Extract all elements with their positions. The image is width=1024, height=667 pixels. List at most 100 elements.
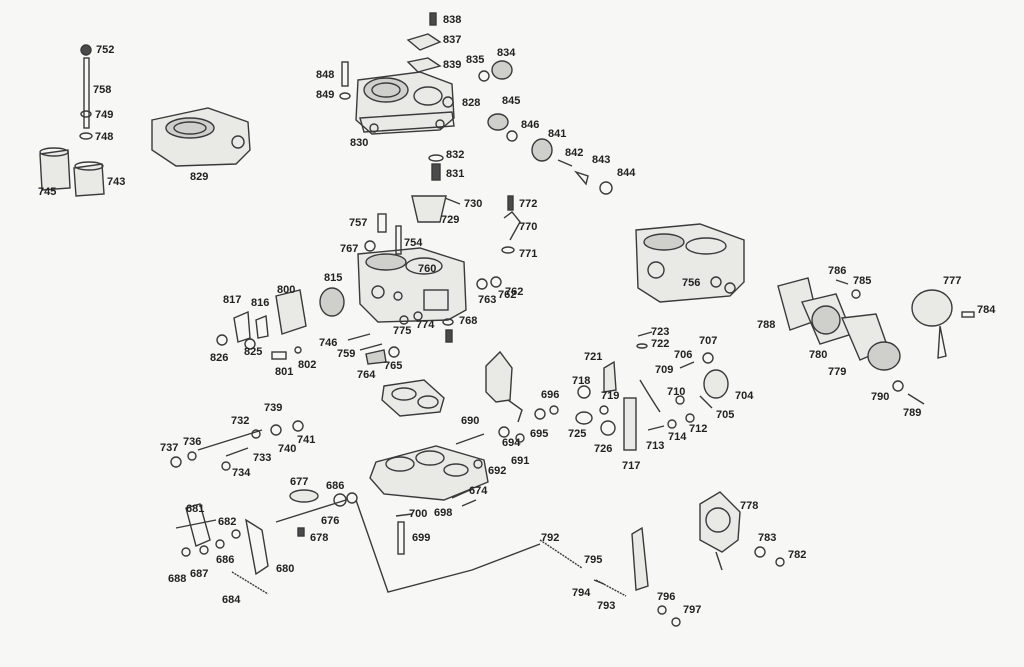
part-label-844: 844 bbox=[617, 167, 636, 179]
part-label-726: 726 bbox=[594, 443, 612, 455]
part-label-841: 841 bbox=[548, 128, 566, 140]
part-label-721: 721 bbox=[584, 351, 602, 363]
part-label-732: 732 bbox=[231, 415, 249, 427]
part-label-839: 839 bbox=[443, 59, 461, 71]
part-label-835: 835 bbox=[466, 54, 484, 66]
part-label-788: 788 bbox=[757, 319, 775, 331]
part-label-707: 707 bbox=[699, 335, 717, 347]
part-label-723: 723 bbox=[651, 326, 669, 338]
part-label-849: 849 bbox=[316, 89, 334, 101]
part-label-846: 846 bbox=[521, 119, 539, 131]
part-label-794: 794 bbox=[572, 587, 591, 599]
part-label-745: 745 bbox=[38, 186, 56, 198]
part-label-817: 817 bbox=[223, 294, 241, 306]
part-label-779: 779 bbox=[828, 366, 846, 378]
part-label-740: 740 bbox=[278, 443, 296, 455]
part-label-764: 764 bbox=[357, 369, 376, 381]
part-label-686: 686 bbox=[216, 554, 234, 566]
part-label-762: 762 bbox=[505, 286, 523, 298]
part-label-717: 717 bbox=[622, 460, 640, 472]
part-label-831: 831 bbox=[446, 168, 464, 180]
part-label-757: 757 bbox=[349, 217, 367, 229]
part-label-678: 678 bbox=[310, 532, 328, 544]
part-label-712: 712 bbox=[689, 423, 707, 435]
part-label-795: 795 bbox=[584, 554, 602, 566]
part-label-725: 725 bbox=[568, 428, 586, 440]
part-label-792: 792 bbox=[541, 532, 559, 544]
part-label-828: 828 bbox=[462, 97, 480, 109]
part-label-674: 674 bbox=[469, 485, 488, 497]
part-label-786: 786 bbox=[828, 265, 846, 277]
part-label-684: 684 bbox=[222, 594, 241, 606]
part-label-700: 700 bbox=[409, 508, 427, 520]
part-label-834: 834 bbox=[497, 47, 516, 59]
part-label-687: 687 bbox=[190, 568, 208, 580]
part-label-756: 756 bbox=[682, 277, 700, 289]
part-label-743: 743 bbox=[107, 176, 125, 188]
part-label-694: 694 bbox=[502, 437, 521, 449]
part-label-778: 778 bbox=[740, 500, 758, 512]
part-label-722: 722 bbox=[651, 338, 669, 350]
part-label-767: 767 bbox=[340, 243, 358, 255]
part-label-848: 848 bbox=[316, 69, 334, 81]
part-label-709: 709 bbox=[655, 364, 673, 376]
part-label-686: 686 bbox=[326, 480, 344, 492]
part-label-691: 691 bbox=[511, 455, 529, 467]
part-label-714: 714 bbox=[668, 431, 687, 443]
part-label-830: 830 bbox=[350, 137, 368, 149]
part-label-729: 729 bbox=[441, 214, 459, 226]
part-label-680: 680 bbox=[276, 563, 294, 575]
part-label-796: 796 bbox=[657, 591, 675, 603]
part-label-706: 706 bbox=[674, 349, 692, 361]
part-label-826: 826 bbox=[210, 352, 228, 364]
part-label-746: 746 bbox=[319, 337, 337, 349]
part-label-739: 739 bbox=[264, 402, 282, 414]
part-label-730: 730 bbox=[464, 198, 482, 210]
part-label-802: 802 bbox=[298, 359, 316, 371]
part-label-829: 829 bbox=[190, 171, 208, 183]
part-label-752: 752 bbox=[96, 44, 114, 56]
part-label-688: 688 bbox=[168, 573, 186, 585]
part-label-705: 705 bbox=[716, 409, 734, 421]
part-label-784: 784 bbox=[977, 304, 996, 316]
part-label-774: 774 bbox=[416, 319, 435, 331]
part-label-710: 710 bbox=[667, 386, 685, 398]
part-label-771: 771 bbox=[519, 248, 537, 260]
part-label-677: 677 bbox=[290, 476, 308, 488]
part-label-690: 690 bbox=[461, 415, 479, 427]
part-label-754: 754 bbox=[404, 237, 423, 249]
part-label-681: 681 bbox=[186, 503, 204, 515]
part-label-733: 733 bbox=[253, 452, 271, 464]
part-label-765: 765 bbox=[384, 360, 402, 372]
part-label-749: 749 bbox=[95, 109, 113, 121]
part-label-837: 837 bbox=[443, 34, 461, 46]
part-label-676: 676 bbox=[321, 515, 339, 527]
carb-main-body bbox=[357, 247, 467, 323]
part-label-719: 719 bbox=[601, 390, 619, 402]
part-label-801: 801 bbox=[275, 366, 293, 378]
part-label-832: 832 bbox=[446, 149, 464, 161]
part-label-842: 842 bbox=[565, 147, 583, 159]
part-label-699: 699 bbox=[412, 532, 430, 544]
part-label-748: 748 bbox=[95, 131, 113, 143]
part-label-838: 838 bbox=[443, 14, 461, 26]
part-label-843: 843 bbox=[592, 154, 610, 166]
part-label-741: 741 bbox=[297, 434, 315, 446]
part-label-698: 698 bbox=[434, 507, 452, 519]
part-label-780: 780 bbox=[809, 349, 827, 361]
part-label-775: 775 bbox=[393, 325, 411, 337]
part-label-777: 777 bbox=[943, 275, 961, 287]
part-label-695: 695 bbox=[530, 428, 548, 440]
housing-829 bbox=[151, 107, 251, 167]
part-label-770: 770 bbox=[519, 221, 537, 233]
part-label-734: 734 bbox=[232, 467, 251, 479]
part-label-704: 704 bbox=[735, 390, 754, 402]
part-label-736: 736 bbox=[183, 436, 201, 448]
part-label-763: 763 bbox=[478, 294, 496, 306]
part-label-800: 800 bbox=[277, 284, 295, 296]
part-label-789: 789 bbox=[903, 407, 921, 419]
part-label-785: 785 bbox=[853, 275, 871, 287]
part-label-790: 790 bbox=[871, 391, 889, 403]
